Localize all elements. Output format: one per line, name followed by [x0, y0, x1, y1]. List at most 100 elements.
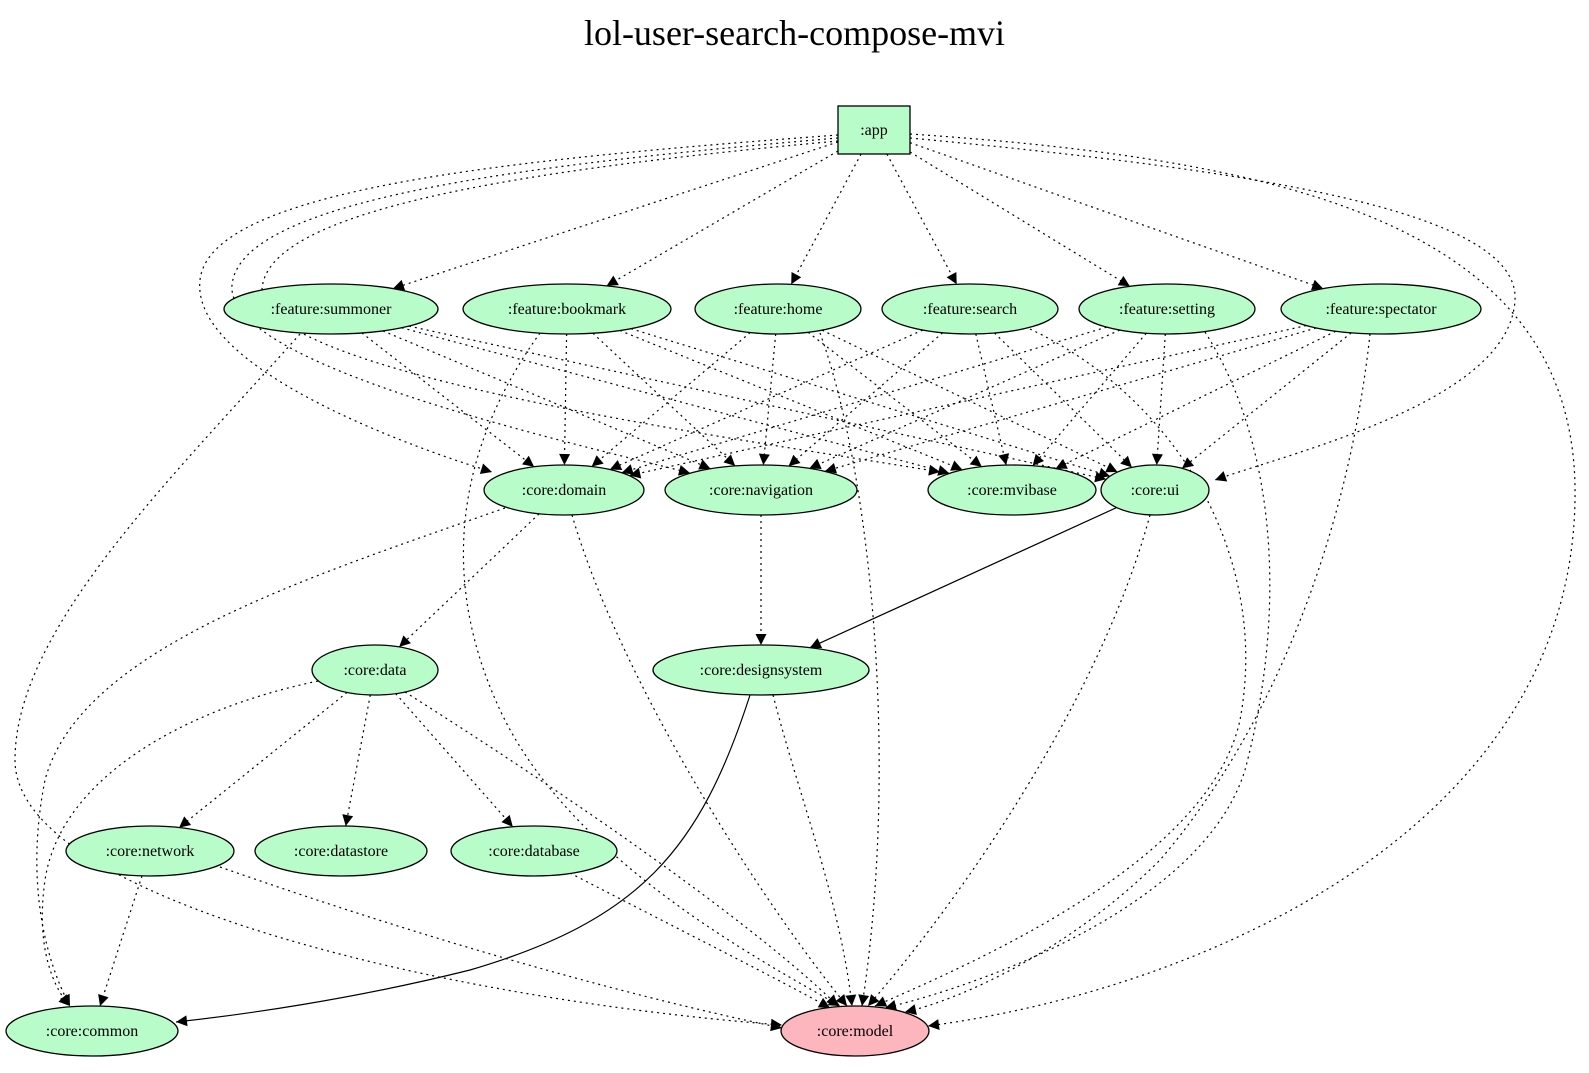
edge-core-data-to-core-datastore	[342, 694, 371, 827]
node-label-app: :app	[860, 122, 888, 139]
edge-app-to-feature-home	[790, 153, 862, 285]
edge-app-to-core-navigation	[231, 137, 839, 476]
node-shape-core-mvibase	[927, 464, 1097, 516]
edge-feature-search-to-core-model	[874, 328, 1247, 1007]
node-shape-feature-home	[694, 283, 862, 335]
node-feature-bookmark: :feature:bookmark	[462, 283, 672, 335]
edge-core-database-to-core-model	[569, 872, 831, 1009]
edge-app-to-feature-search	[886, 153, 958, 285]
edge-feature-bookmark-to-core-mvibase	[619, 329, 963, 471]
graph-title: lol-user-search-compose-mvi	[583, 13, 1006, 53]
edge-core-designsystem-to-core-common	[175, 694, 751, 1027]
node-core-ui: :core:ui	[1100, 464, 1210, 516]
edge-feature-search-to-core-mvibase	[975, 333, 1010, 466]
edge-core-designsystem-to-core-model	[772, 694, 857, 1007]
node-shape-core-datastore	[254, 825, 428, 877]
node-core-datastore: :core:datastore	[254, 825, 428, 877]
node-app: :app	[837, 105, 911, 155]
node-core-mvibase: :core:mvibase	[927, 464, 1097, 516]
edge-app-to-core-mvibase	[261, 140, 941, 476]
edge-core-network-to-core-common	[98, 875, 143, 1007]
node-feature-summoner: :feature:summoner	[223, 283, 439, 335]
node-label-core-model: :core:model	[817, 1023, 894, 1040]
edge-feature-home-to-core-mvibase	[807, 331, 983, 468]
edge-feature-summoner-to-core-mvibase	[401, 327, 950, 476]
edge-feature-spectator-to-core-ui	[1181, 332, 1352, 469]
edge-feature-search-to-core-ui	[994, 332, 1133, 468]
edge-feature-summoner-to-core-ui	[408, 325, 1107, 483]
node-shape-core-database	[450, 825, 618, 877]
node-shape-core-designsystem	[652, 644, 870, 696]
node-label-feature-search: :feature:search	[923, 301, 1017, 318]
edge-feature-setting-to-core-navigation	[809, 329, 1120, 469]
node-label-core-datastore: :core:datastore	[294, 843, 388, 860]
edge-core-ui-to-core-designsystem	[809, 507, 1117, 649]
node-shape-core-data	[311, 644, 439, 696]
node-label-feature-spectator: :feature:spectator	[1325, 301, 1437, 318]
node-core-model: :core:model	[780, 1005, 930, 1057]
edge-feature-spectator-to-core-model	[904, 333, 1371, 1016]
node-label-core-network: :core:network	[106, 843, 195, 860]
nodes-layer: :app :feature:summoner :feature:bookmark :f…	[5, 105, 1482, 1057]
edge-app-to-core-model	[909, 133, 1576, 1031]
edge-app-to-feature-bookmark	[606, 150, 839, 287]
node-label-core-navigation: :core:navigation	[709, 482, 813, 499]
node-label-core-domain: :core:domain	[522, 482, 606, 499]
edge-feature-search-to-core-navigation	[788, 332, 943, 467]
node-label-core-database: :core:database	[488, 843, 580, 860]
node-core-data: :core:data	[311, 644, 439, 696]
edge-feature-home-to-core-navigation	[758, 333, 777, 466]
node-feature-spectator: :feature:spectator	[1280, 283, 1482, 335]
node-label-core-mvibase: :core:mvibase	[967, 482, 1057, 499]
node-shape-core-navigation	[664, 464, 858, 516]
node-label-feature-bookmark: :feature:bookmark	[508, 301, 626, 318]
edge-core-domain-to-core-common	[36, 507, 506, 1007]
edge-feature-bookmark-to-core-domain	[559, 333, 571, 466]
edge-feature-summoner-to-core-navigation	[382, 330, 711, 470]
node-core-domain: :core:domain	[483, 464, 645, 516]
edge-core-ui-to-core-model	[867, 514, 1151, 1007]
node-label-core-designsystem: :core:designsystem	[700, 662, 823, 679]
edge-core-data-to-core-model	[404, 691, 839, 1007]
edge-feature-spectator-to-core-mvibase	[1055, 330, 1336, 470]
edge-core-domain-to-core-model	[571, 514, 848, 1007]
edge-feature-summoner-to-core-model	[14, 333, 783, 1030]
node-feature-setting: :feature:setting	[1078, 283, 1256, 335]
node-feature-search: :feature:search	[881, 283, 1059, 335]
node-label-core-common: :core:common	[46, 1023, 138, 1040]
edge-feature-setting-to-core-model	[884, 331, 1271, 1011]
node-label-core-ui: :core:ui	[1131, 482, 1180, 499]
edge-feature-spectator-to-core-navigation	[824, 327, 1317, 474]
node-shape-feature-bookmark	[462, 283, 672, 335]
node-shape-core-common	[5, 1005, 179, 1057]
node-shape-core-domain	[483, 464, 645, 516]
node-shape-core-model	[780, 1005, 930, 1057]
edge-core-network-to-core-model	[219, 866, 783, 1032]
edge-feature-setting-to-core-domain	[621, 326, 1107, 475]
node-core-navigation: :core:navigation	[664, 464, 858, 516]
edge-core-domain-to-core-data	[398, 513, 540, 648]
edge-feature-home-to-core-ui	[821, 329, 1118, 473]
node-core-database: :core:database	[450, 825, 618, 877]
edge-app-to-feature-summoner	[392, 141, 839, 291]
node-feature-home: :feature:home	[694, 283, 862, 335]
edge-feature-bookmark-to-core-navigation	[592, 332, 736, 467]
node-shape-feature-summoner	[223, 283, 439, 335]
edge-feature-home-to-core-domain	[591, 332, 751, 467]
node-label-feature-home: :feature:home	[734, 301, 823, 318]
edge-core-data-to-core-common	[41, 680, 319, 1007]
node-shape-app	[837, 105, 911, 155]
edge-app-to-feature-spectator	[909, 142, 1324, 291]
node-shape-core-ui	[1100, 464, 1210, 516]
node-label-feature-setting: :feature:setting	[1119, 301, 1215, 318]
node-shape-core-network	[65, 825, 235, 877]
node-core-designsystem: :core:designsystem	[652, 644, 870, 696]
edge-app-to-core-ui	[909, 137, 1516, 482]
node-shape-feature-search	[881, 283, 1059, 335]
node-label-feature-summoner: :feature:summoner	[271, 301, 393, 318]
edges-layer	[14, 133, 1576, 1032]
edge-app-to-feature-setting	[909, 151, 1131, 287]
edge-feature-home-to-core-model	[819, 332, 880, 1007]
node-core-common: :core:common	[5, 1005, 179, 1057]
